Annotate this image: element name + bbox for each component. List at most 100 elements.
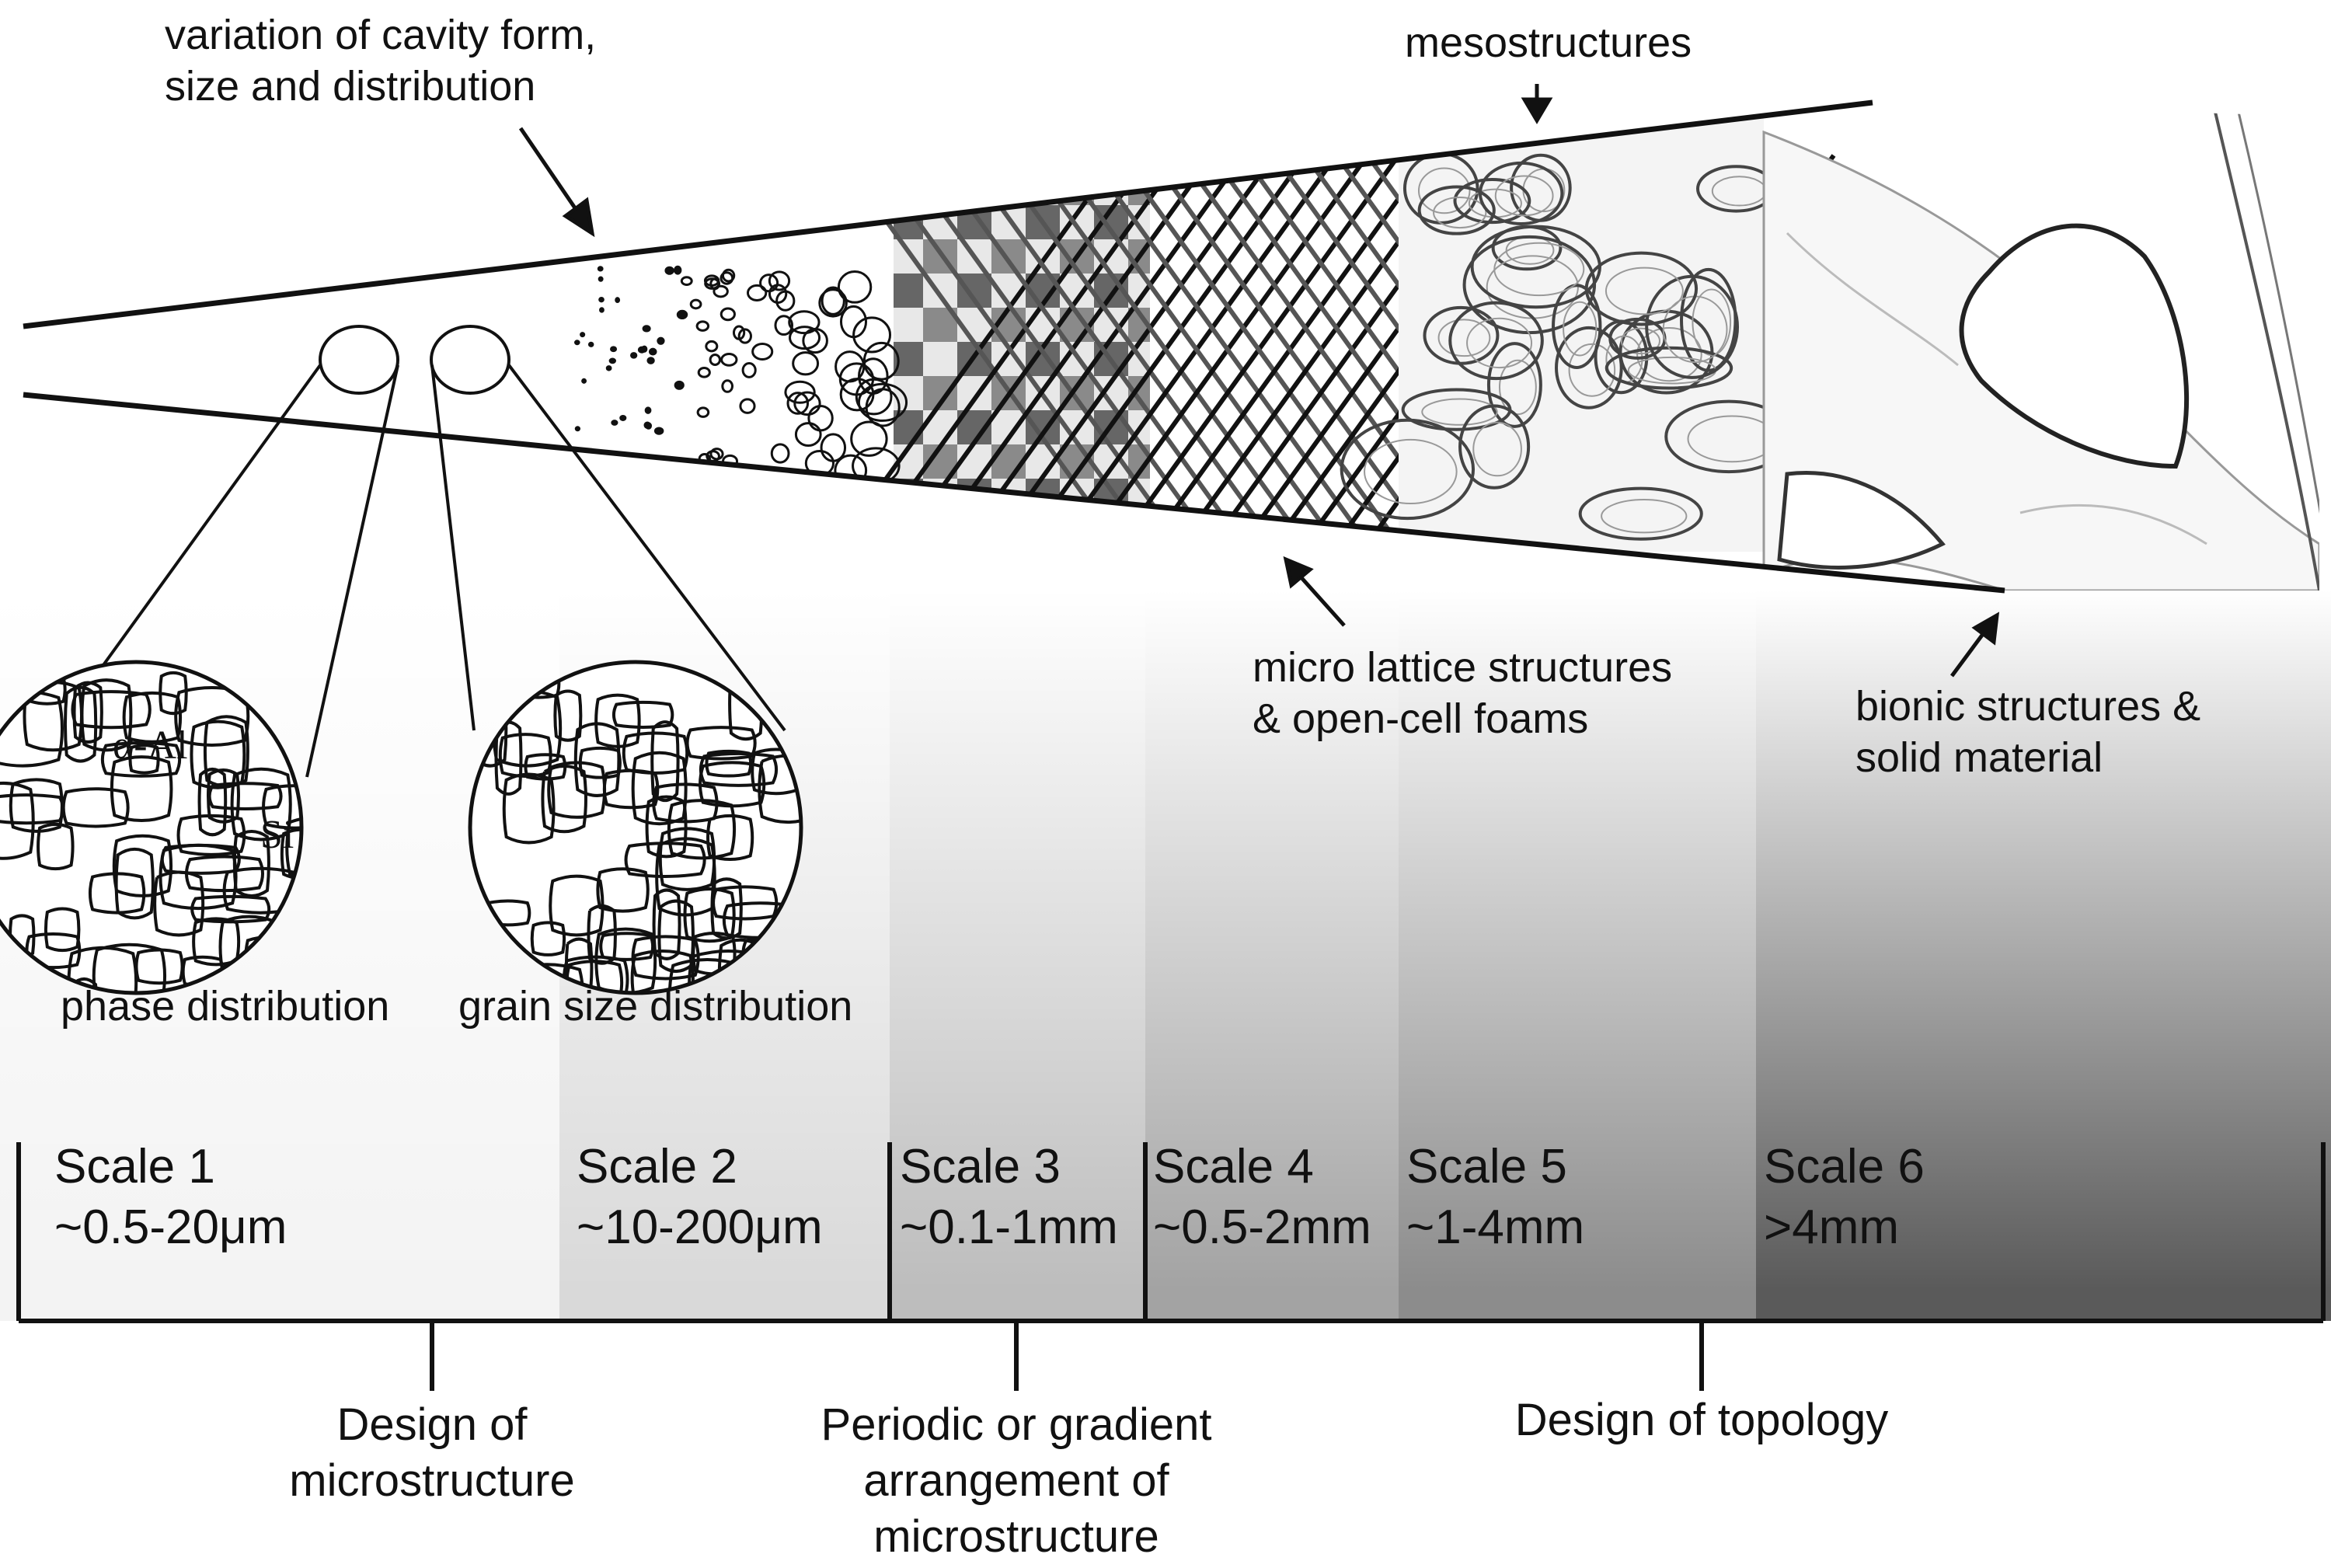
grain-boundary: [657, 899, 695, 974]
grain-boundary: [611, 700, 674, 729]
grain-boundary: [110, 755, 173, 822]
micro-lattice-line-1: micro lattice structures: [1253, 644, 1673, 691]
cavity-dot: [709, 354, 721, 366]
periodic-arrangement-line-2: arrangement of: [863, 1455, 1169, 1506]
wedge-top-edge: [23, 99, 1873, 329]
cavity-dot: [789, 326, 821, 350]
cavity-variation-line-1: variation of cavity form,: [165, 12, 597, 58]
cavity-dot: [807, 404, 834, 432]
foam-cell: [1486, 342, 1542, 428]
grain-boundary: [645, 795, 688, 859]
cavity-dot: [852, 316, 892, 354]
cavity-dot: [703, 274, 720, 287]
cavity-dot: [850, 420, 888, 457]
design-microstructure-label: Design of microstructure: [238, 1397, 626, 1509]
foam-cell: [1458, 404, 1531, 490]
cavity-dot: [630, 352, 638, 359]
cavity-dot: [573, 340, 580, 346]
scale-3-label: Scale 3 ~0.1-1mm: [900, 1137, 1118, 1258]
cavity-dot: [774, 315, 794, 336]
cavity-dot: [786, 392, 810, 415]
scale-5-name: Scale 5: [1406, 1140, 1567, 1193]
design-topology-label: Design of topology: [1445, 1392, 1958, 1448]
mesostructures-label: mesostructures: [1405, 19, 1692, 66]
periodic-arrangement-line-1: Periodic or gradient: [821, 1399, 1212, 1450]
cavity-dot: [605, 365, 612, 371]
cavity-dot: [598, 297, 605, 303]
scale-1-name: Scale 1: [54, 1140, 215, 1193]
grain-boundary: [630, 950, 695, 993]
cavity-dot: [597, 266, 604, 272]
cavity-dot: [720, 271, 734, 285]
cavity-dot: [705, 340, 719, 353]
grain-boundary: [622, 731, 689, 775]
cavity-dot: [580, 332, 586, 338]
grain-boundary: [524, 753, 567, 781]
grain-boundary: [578, 746, 622, 779]
cavity-dot: [721, 379, 734, 393]
scale-4-name: Scale 4: [1153, 1140, 1314, 1193]
grain-boundary: [655, 837, 716, 917]
grain-boundary: [683, 887, 736, 943]
zoom-cone-grain: [430, 325, 786, 732]
cavity-variation-label: variation of cavity form, size and distr…: [165, 9, 596, 112]
cavity-dot: [739, 398, 756, 414]
grain-boundary: [594, 927, 657, 993]
scale-2-name: Scale 2: [577, 1140, 737, 1193]
grain-boundary: [112, 834, 173, 897]
cavity-dot: [619, 414, 627, 422]
grain-boundary: [69, 977, 99, 993]
scale-axis: [16, 1142, 2326, 1391]
cavity-dot: [768, 270, 791, 291]
cavity-dot: [610, 346, 618, 353]
periodic-arrangement-line-3: microstructure: [873, 1511, 1159, 1562]
grain-boundary: [285, 815, 301, 880]
cavity-dot: [837, 270, 873, 304]
grain-boundary: [280, 828, 301, 880]
cavity-dot: [720, 307, 736, 322]
grain-boundary: [176, 814, 246, 856]
grain-boundary: [541, 765, 587, 834]
foam-cell: [1448, 301, 1544, 381]
foam-cell: [1680, 267, 1737, 372]
grain-boundary: [667, 799, 737, 860]
grain-boundary: [553, 689, 583, 742]
grain-boundary: [712, 885, 779, 921]
grain-boundary: [67, 946, 138, 993]
foam-cell: [1555, 326, 1623, 409]
cavity-dot: [680, 276, 693, 286]
grain-boundary: [262, 784, 301, 830]
cavity-dot: [653, 427, 664, 435]
cavity-dot: [581, 378, 587, 384]
grain-boundary: [197, 768, 228, 837]
grain-boundary: [190, 720, 246, 789]
cavity-dot: [599, 307, 605, 313]
cavity-dot: [839, 305, 868, 339]
scale-2-range: ~10-200μm: [577, 1200, 823, 1254]
cavity-dot: [642, 325, 651, 333]
grain-boundary: [705, 749, 753, 778]
scale-1-label: Scale 1 ~0.5-20μm: [54, 1137, 287, 1258]
foam-cell: [1340, 418, 1476, 521]
cavity-dot: [598, 276, 604, 282]
cavity-dot: [794, 422, 822, 447]
grain-boundary: [134, 948, 184, 985]
grain-boundary: [631, 935, 700, 981]
zoom-cone-phase: [99, 325, 399, 778]
foam-cell: [1417, 185, 1496, 235]
cavity-dot: [697, 367, 711, 378]
cavity-dot: [674, 380, 685, 390]
grain-boundary: [159, 843, 238, 911]
cavity-dot: [674, 265, 682, 275]
cavity-dot: [615, 297, 621, 303]
grain-boundary: [37, 822, 75, 871]
cavity-dot: [857, 382, 908, 422]
grain-boundary: [658, 827, 716, 891]
design-microstructure-line-1: Design of: [336, 1399, 528, 1450]
scale-5-label: Scale 5 ~1-4mm: [1406, 1137, 1584, 1258]
scale-4-range: ~0.5-2mm: [1153, 1200, 1371, 1254]
grain-size-distribution-caption: grain size distribution: [458, 983, 853, 1030]
grain-boundary: [159, 671, 188, 716]
bionic-structure: [1762, 108, 2319, 591]
grain-boundary: [710, 877, 743, 940]
